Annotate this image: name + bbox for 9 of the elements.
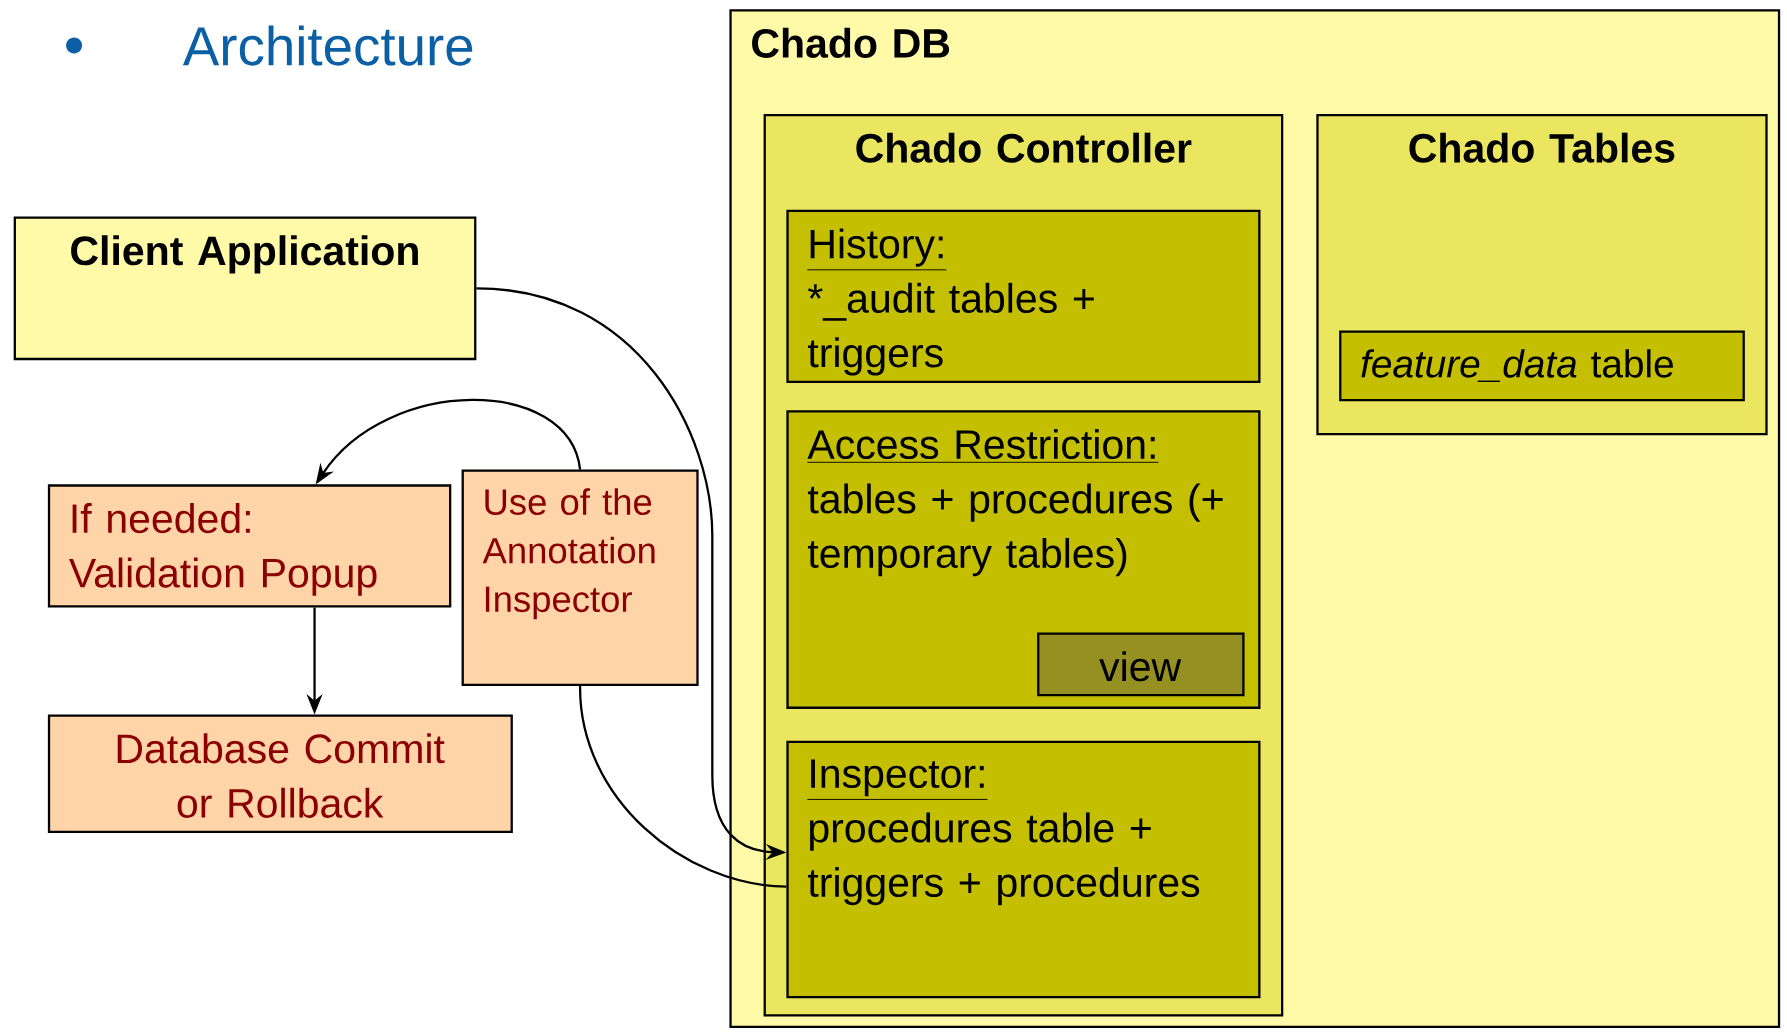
step-box: If needed: Validation Popup [47,484,452,608]
component-box: Inspector: procedures table + triggers + procedures [786,740,1261,999]
component-box: History: *_audit tables + triggers [786,209,1261,384]
view-box: view [1037,632,1245,697]
step-box: Use of the Annotation Inspector [461,469,699,687]
step-box: Database Commit or Rollback [47,714,513,834]
slide-title: Architecture [182,25,473,66]
client-box: Client Application [13,216,477,361]
table-box: feature_data table [1339,330,1745,402]
